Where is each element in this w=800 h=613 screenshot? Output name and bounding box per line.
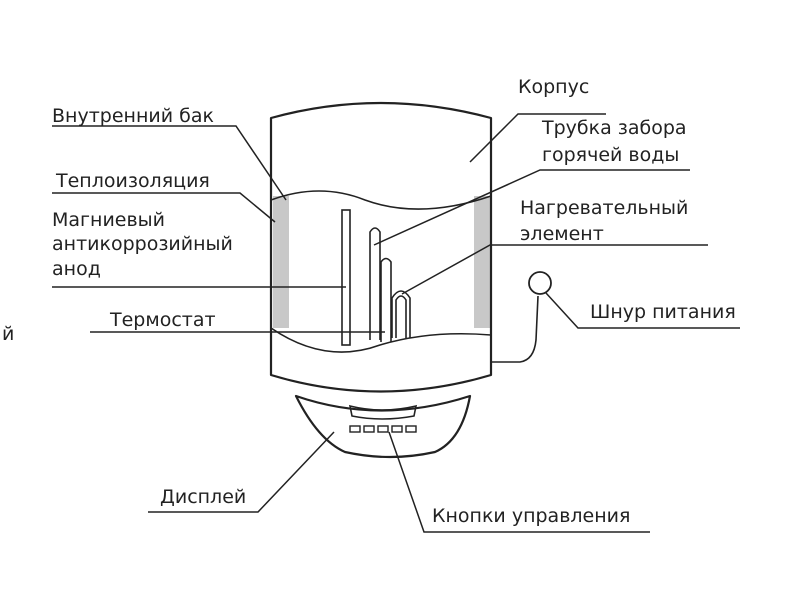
label-inner-tank: Внутренний бак: [52, 105, 214, 127]
label-edge-fragment: й: [2, 323, 14, 345]
inner-tank-bottom: [270, 327, 492, 353]
control-button: [391, 425, 403, 433]
insulation-left-band: [273, 196, 289, 328]
label-heating-element-2: элемент: [520, 223, 604, 245]
control-button: [363, 425, 375, 433]
leader-display: [148, 431, 335, 513]
leader-insulation: [52, 192, 276, 223]
leader-heating-element: [401, 244, 708, 295]
control-button: [349, 425, 361, 433]
control-button: [377, 425, 389, 433]
label-display: Дисплей: [160, 486, 246, 508]
leader-control-buttons: [388, 431, 650, 533]
label-thermostat: Термостат: [109, 309, 216, 331]
label-hot-water-pipe-1: Трубка забора: [541, 117, 687, 139]
label-anode-2: антикоррозийный: [52, 233, 233, 255]
heating-element-inner: [395, 295, 407, 338]
label-heating-element-1: Нагревательный: [520, 197, 688, 219]
inner-tank-top: [270, 190, 492, 210]
heating-element: [391, 290, 411, 338]
label-power-cord: Шнур питания: [590, 301, 736, 323]
leader-power-cord: [545, 292, 740, 329]
label-insulation: Теплоизоляция: [55, 170, 210, 192]
leader-hot-water-pipe: [373, 169, 690, 246]
leader-outer-body: [469, 113, 606, 163]
display-screen: [348, 404, 418, 420]
outer-body: [269, 101, 493, 393]
label-outer-body: Корпус: [518, 76, 589, 98]
label-control-buttons: Кнопки управления: [432, 505, 630, 527]
thermostat-tube: [380, 257, 392, 342]
insulation-right-band: [474, 196, 490, 328]
power-plug: [528, 271, 552, 295]
label-anode-3: анод: [52, 258, 101, 280]
label-hot-water-pipe-2: горячей воды: [542, 144, 679, 166]
control-button: [405, 425, 417, 433]
magnesium-anode: [341, 209, 351, 346]
hot-water-pipe: [369, 227, 381, 340]
leader-inner-tank: [52, 125, 287, 201]
control-buttons-group: [349, 425, 417, 433]
power-cord: [491, 295, 539, 363]
label-anode-1: Магниевый: [52, 209, 165, 231]
